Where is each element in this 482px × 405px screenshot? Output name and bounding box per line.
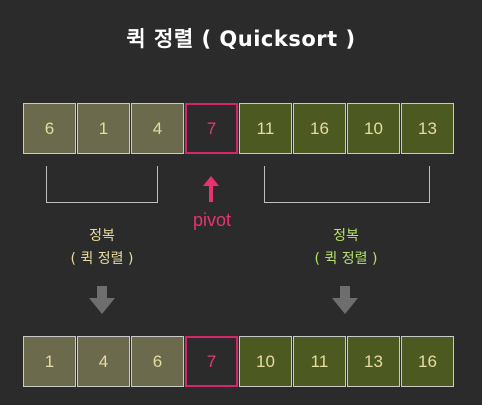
sorted-array: 1 4 6 7 10 11 13 16 xyxy=(23,336,455,387)
down-arrow-icon xyxy=(89,286,115,314)
array-cell: 10 xyxy=(347,103,400,154)
array-cell: 10 xyxy=(239,336,292,387)
conquer-title: 정복 xyxy=(89,228,115,244)
array-cell: 11 xyxy=(239,103,292,154)
pivot-cell: 7 xyxy=(185,336,238,387)
array-cell: 1 xyxy=(77,103,130,154)
conquer-subtitle: ( 퀵 정렬 ) xyxy=(314,251,378,267)
array-cell: 1 xyxy=(23,336,76,387)
array-cell: 4 xyxy=(77,336,130,387)
unsorted-array: 6 1 4 7 11 16 10 13 xyxy=(23,103,455,154)
pivot-label: pivot xyxy=(192,210,232,230)
array-cell: 4 xyxy=(131,103,184,154)
left-conquer-label: 정복 ( 퀵 정렬 ) xyxy=(52,225,152,271)
array-cell: 16 xyxy=(293,103,346,154)
array-cell: 13 xyxy=(401,103,454,154)
array-cell: 6 xyxy=(23,103,76,154)
left-partition-bracket xyxy=(46,166,158,203)
right-conquer-label: 정복 ( 퀵 정렬 ) xyxy=(296,225,396,271)
array-cell: 13 xyxy=(347,336,400,387)
array-cell: 6 xyxy=(131,336,184,387)
up-arrow-icon xyxy=(203,176,219,202)
diagram-title: 퀵 정렬 ( Quicksort ) xyxy=(126,27,356,51)
pivot-cell: 7 xyxy=(185,103,238,154)
conquer-subtitle: ( 퀵 정렬 ) xyxy=(70,251,134,267)
array-cell: 16 xyxy=(401,336,454,387)
conquer-title: 정복 xyxy=(333,228,359,244)
down-arrow-icon xyxy=(332,286,358,314)
right-partition-bracket xyxy=(264,166,430,203)
array-cell: 11 xyxy=(293,336,346,387)
